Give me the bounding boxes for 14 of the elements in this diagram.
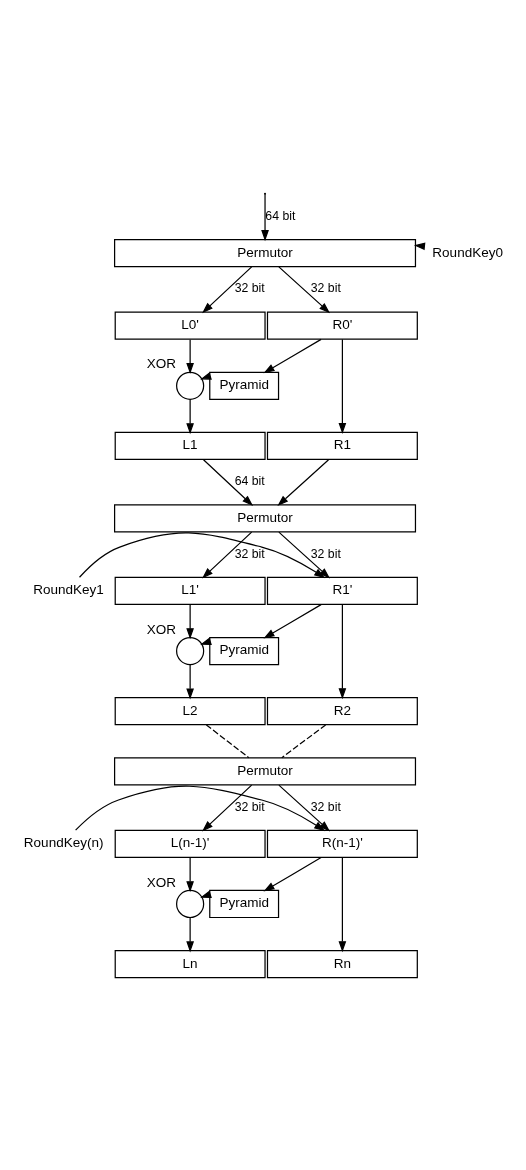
- node-label: XOR: [146, 621, 176, 637]
- node-label: XOR: [146, 355, 176, 371]
- edge-label: 32 bit: [310, 280, 341, 295]
- node-label: XOR: [146, 874, 176, 890]
- node-text: RoundKey0: [431, 244, 503, 260]
- node-text: RoundKey(n): [23, 834, 103, 850]
- edge-label: 32 bit: [310, 546, 341, 561]
- edge-label: 32 bit: [234, 280, 265, 295]
- node-text: RoundKey1: [32, 581, 104, 597]
- edge-label: 64 bit: [234, 473, 265, 488]
- edge-label: 32 bit: [234, 546, 265, 561]
- edge-label: 32 bit: [234, 799, 265, 814]
- edge-label: 64 bit: [264, 208, 295, 223]
- edge-label: 32 bit: [310, 799, 341, 814]
